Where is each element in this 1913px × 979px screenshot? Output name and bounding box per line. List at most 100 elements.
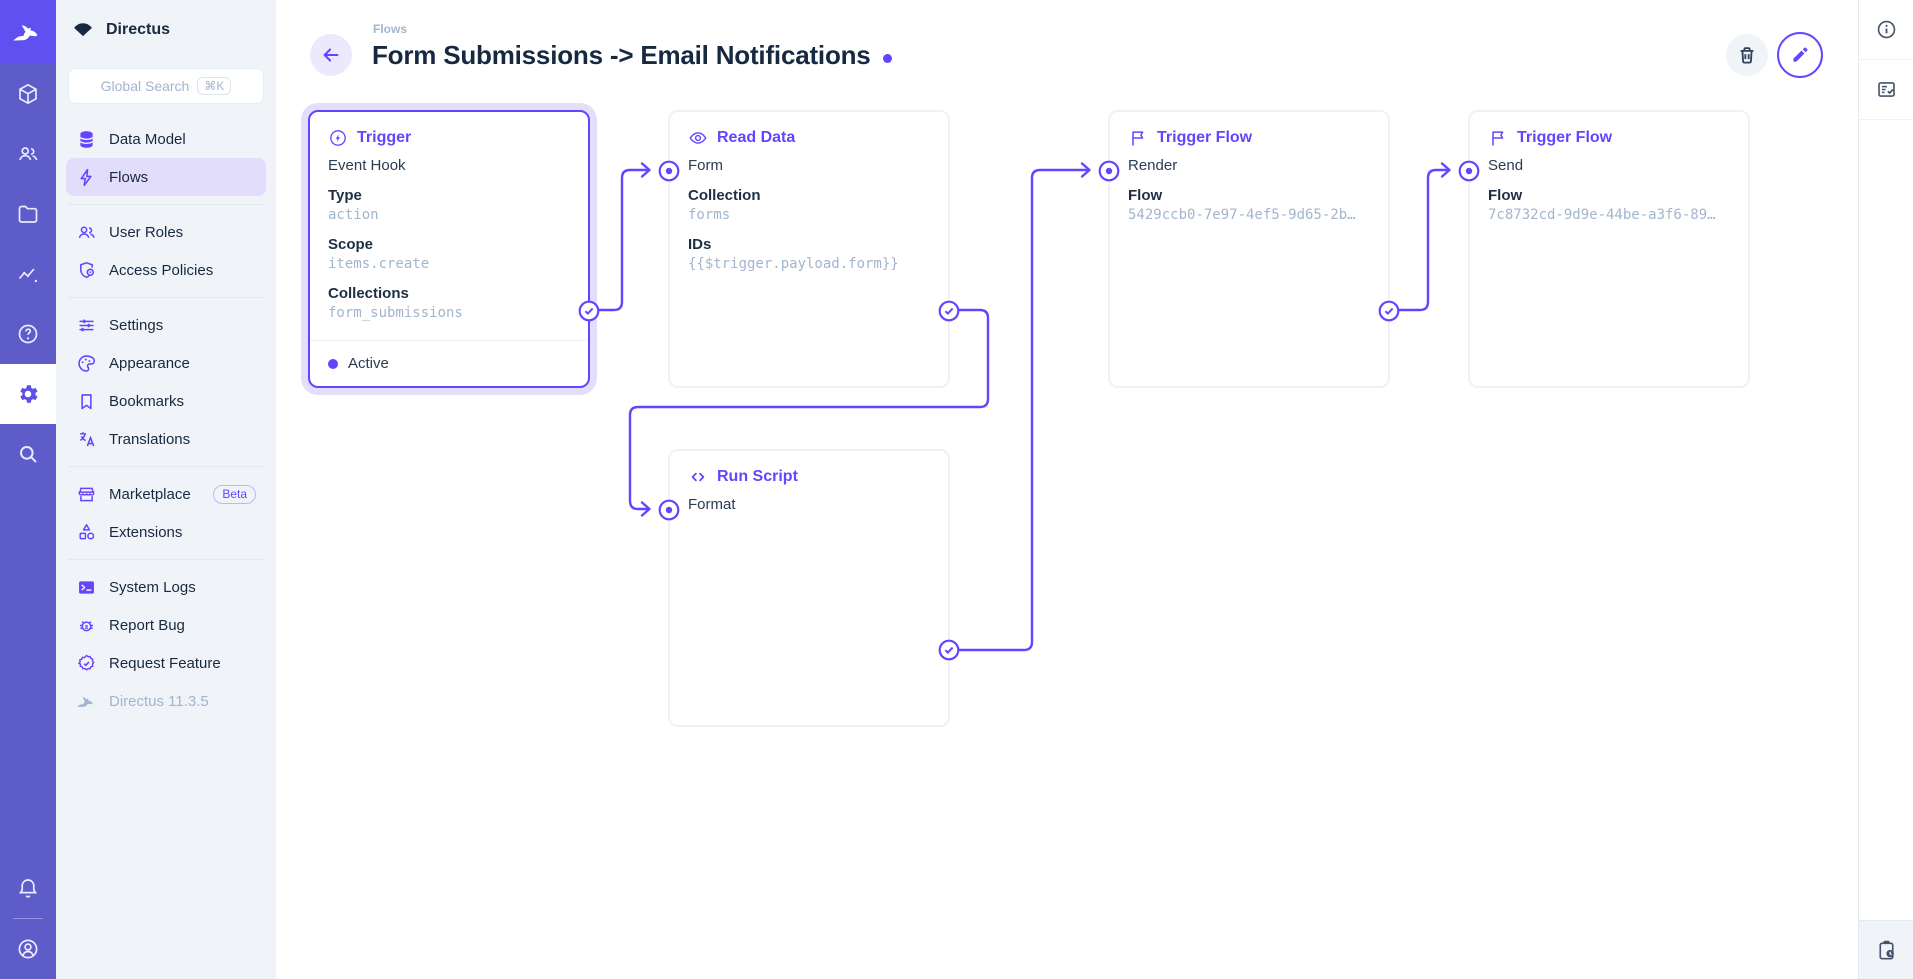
nav-divider <box>68 559 264 560</box>
sidebar-item-label: Access Policies <box>109 261 214 279</box>
sidebar-item-translations[interactable]: Translations <box>66 420 266 458</box>
status-label: Active <box>348 355 389 372</box>
settings-module[interactable] <box>0 364 56 424</box>
input-handle-trigger-flow-send[interactable] <box>1458 160 1480 182</box>
user-circle-icon <box>16 937 40 961</box>
connection-run-script-to-trigger-flow-1-arrowhead <box>1080 162 1091 178</box>
sidebar-item-access-policies[interactable]: Access Policies <box>66 251 266 289</box>
sidebar-notices-button[interactable] <box>1859 60 1913 120</box>
notifications-button[interactable] <box>0 858 56 918</box>
connection-trigger-to-read-data-arrowhead <box>640 162 651 178</box>
chart-icon <box>16 262 40 286</box>
palette-icon <box>76 353 97 374</box>
sidebar-item-system-logs[interactable]: System Logs <box>66 568 266 606</box>
flow-logs-icon <box>1875 939 1898 962</box>
directus-logo-tile[interactable] <box>0 0 56 64</box>
flag-icon <box>1488 128 1508 148</box>
project-logo-icon <box>70 19 96 41</box>
search-module[interactable] <box>0 424 56 484</box>
flow-card-run-script[interactable]: Run Script Format <box>658 449 960 727</box>
people-icon <box>16 142 40 166</box>
card-type-label: Trigger Flow <box>1157 129 1253 146</box>
field-label: Flow <box>1488 187 1523 204</box>
content-module[interactable] <box>0 64 56 124</box>
bookmark-icon <box>76 391 97 412</box>
help-icon <box>16 322 40 346</box>
docs-module[interactable] <box>0 304 56 364</box>
connection-run-script-to-trigger-flow-1 <box>948 168 1091 652</box>
resolve-handle-read-data[interactable] <box>938 300 960 322</box>
bolt-circle-icon <box>328 128 348 148</box>
trash-icon <box>1736 44 1758 66</box>
input-handle-run-script[interactable] <box>658 499 680 521</box>
resolve-handle-run-script[interactable] <box>938 639 960 661</box>
sidebar-item-label: Bookmarks <box>109 392 185 410</box>
nav-divider <box>68 466 264 467</box>
sidebar-item-request-feature[interactable]: Request Feature <box>66 644 266 682</box>
delete-flow-button[interactable] <box>1726 34 1768 76</box>
storefront-icon <box>76 484 97 505</box>
flow-card-trigger-flow-render[interactable]: Trigger Flow Render Flow 5429ccb0-7e97-4… <box>1098 110 1400 388</box>
search-icon <box>16 442 40 466</box>
resolve-handle-trigger-flow-render[interactable] <box>1378 300 1400 322</box>
page-title: Form Submissions -> Email Notifications <box>372 40 871 70</box>
project-header[interactable]: Directus <box>56 0 276 60</box>
sidebar-item-label: Marketplace <box>109 485 191 503</box>
sidebar-item-appearance[interactable]: Appearance <box>66 344 266 382</box>
nav-sidebar: Directus Global Search ⌘K Data Model Flo… <box>56 0 276 979</box>
rabbit-icon <box>76 691 97 712</box>
card-name: Format <box>688 496 736 513</box>
title-status-dot <box>882 53 892 63</box>
code-icon <box>688 467 708 487</box>
sidebar-item-label: User Roles <box>109 223 184 241</box>
input-handle-read-data[interactable] <box>658 160 680 182</box>
global-search-input[interactable]: Global Search ⌘K <box>68 68 264 104</box>
field-label: Collections <box>328 285 409 302</box>
sidebar-item-report-bug[interactable]: Report Bug <box>66 606 266 644</box>
terminal-icon <box>76 577 97 598</box>
flow-card-read-data[interactable]: Read Data Form Collection forms IDs {{$t… <box>658 110 960 388</box>
sidebar-item-flows[interactable]: Flows <box>66 158 266 196</box>
sidebar-info-button[interactable] <box>1859 0 1913 60</box>
card-name: Send <box>1488 157 1524 174</box>
field-value: 5429ccb0-7e97-4ef5-9d65-2b… <box>1128 207 1356 223</box>
sidebar-item-user-roles[interactable]: User Roles <box>66 213 266 251</box>
connection-read-data-to-run-script-arrowhead <box>640 501 651 517</box>
sidebar-item-bookmarks[interactable]: Bookmarks <box>66 382 266 420</box>
back-button[interactable] <box>310 34 352 76</box>
edit-flow-button[interactable] <box>1777 32 1823 78</box>
card-type-label: Read Data <box>717 129 796 146</box>
field-label: IDs <box>688 236 712 253</box>
field-value: action <box>328 207 379 223</box>
sidebar-item-marketplace[interactable]: Marketplace Beta <box>66 475 266 513</box>
sidebar-item-label: Appearance <box>109 354 190 372</box>
files-module[interactable] <box>0 184 56 244</box>
sidebar-item-settings[interactable]: Settings <box>66 306 266 344</box>
notices-icon <box>1875 78 1898 101</box>
sidebar-item-label: Settings <box>109 316 164 334</box>
sidebar-item-label: Report Bug <box>109 616 185 634</box>
sidebar-item-label: System Logs <box>109 578 196 596</box>
sidebar-item-extensions[interactable]: Extensions <box>66 513 266 551</box>
resolve-handle-trigger[interactable] <box>578 300 600 322</box>
user-directory-module[interactable] <box>0 124 56 184</box>
nav-divider <box>68 297 264 298</box>
insights-module[interactable] <box>0 244 56 304</box>
flow-logs-toggle[interactable] <box>1859 920 1913 979</box>
sidebar-item-label: Translations <box>109 430 191 448</box>
connection-trigger-flow-1-to-2 <box>1388 168 1451 312</box>
flow-card-trigger-flow-send[interactable]: Trigger Flow Send Flow 7c8732cd-9d9e-44b… <box>1458 110 1750 388</box>
version-label: Directus 11.3.5 <box>109 692 209 710</box>
breadcrumb[interactable]: Flows <box>373 22 408 36</box>
global-search-placeholder: Global Search <box>100 78 190 94</box>
rabbit-logo-icon <box>12 20 44 44</box>
input-handle-trigger-flow-render[interactable] <box>1098 160 1120 182</box>
sidebar-item-data-model[interactable]: Data Model <box>66 120 266 158</box>
project-name: Directus <box>106 21 171 38</box>
sidebar-item-label: Request Feature <box>109 654 221 672</box>
flow-card-trigger[interactable]: Trigger Event Hook Type action Scope ite… <box>308 110 600 388</box>
module-bar-divider <box>13 918 43 919</box>
user-menu-button[interactable] <box>0 919 56 979</box>
gear-icon <box>16 382 40 406</box>
sidebar-item-label: Data Model <box>109 130 186 148</box>
